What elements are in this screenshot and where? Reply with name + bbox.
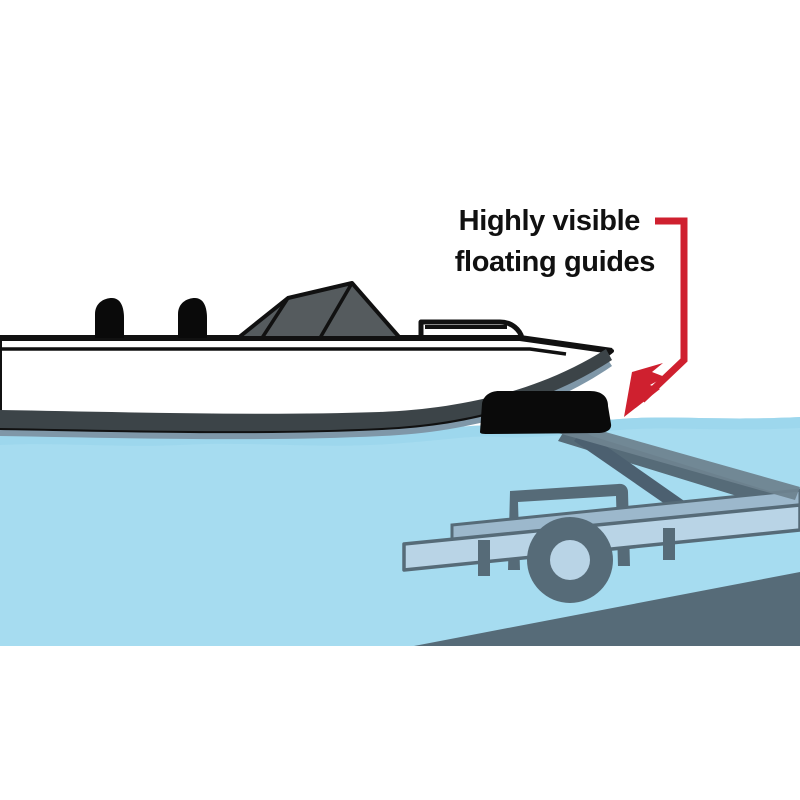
- trailer-wheel-hub: [550, 540, 590, 580]
- seat-back-aft: [95, 298, 124, 338]
- launch-ramp: [414, 572, 800, 646]
- floating-guide-pad: [480, 391, 612, 434]
- seat-back-forward: [178, 298, 207, 338]
- callout-line-1: Highly visible: [459, 205, 641, 237]
- hull-rub-rail: [0, 347, 567, 356]
- callout-arrow-head: [624, 363, 665, 417]
- bow-rail: [418, 319, 525, 341]
- callout-arrow-line: [639, 217, 688, 403]
- callout-arrow: [624, 217, 688, 417]
- trailer-support-post-left: [478, 540, 490, 576]
- trailer-support-post-right: [663, 528, 675, 560]
- trailer-fender-arch: [508, 483, 630, 570]
- callout-line-2: floating guides: [455, 246, 655, 278]
- boat: [0, 281, 614, 440]
- boat-trailer: [402, 428, 800, 603]
- windshield-divider-front: [260, 297, 290, 339]
- guide-post: [551, 418, 800, 500]
- windshield-divider-rear: [318, 282, 354, 339]
- trailer-diagonal-brace: [574, 430, 700, 522]
- hull-keel-strip: [0, 349, 612, 432]
- windshield-canopy: [236, 281, 402, 340]
